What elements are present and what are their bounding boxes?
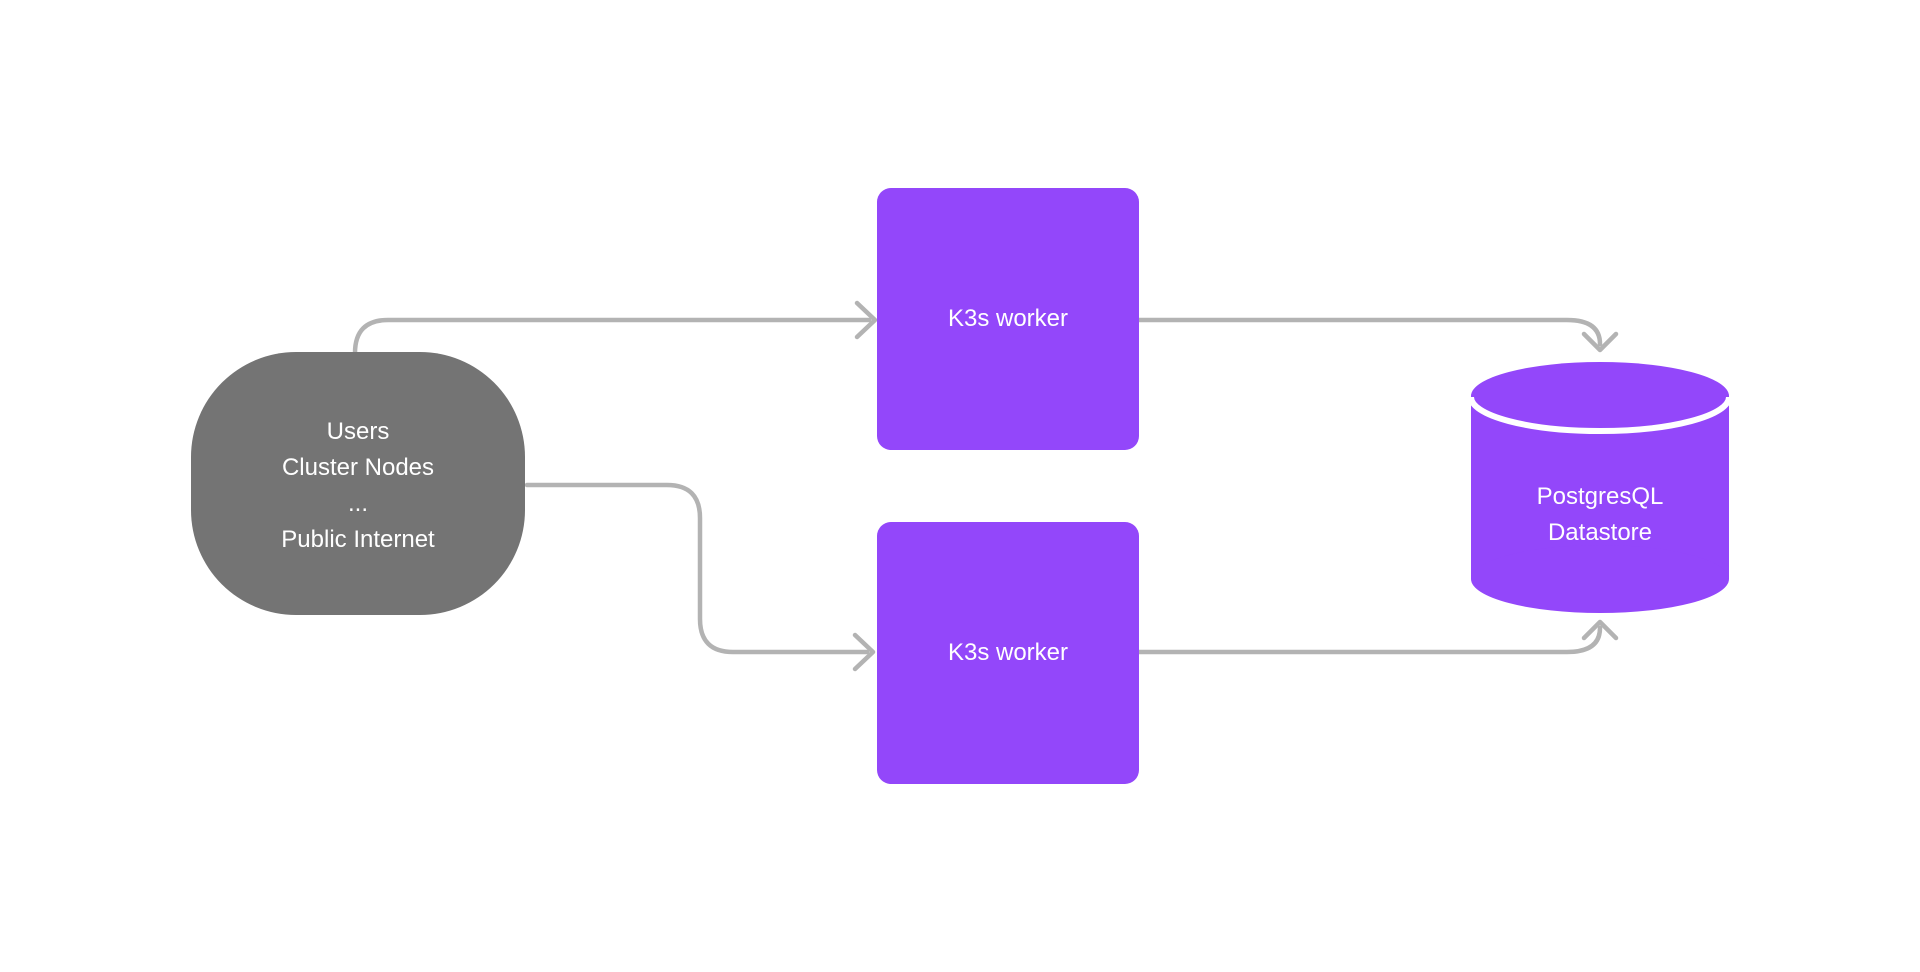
cylinder-lid (1471, 362, 1729, 430)
connector-worker-top-to-datastore (1136, 317, 1619, 353)
datastore-label-line: PostgresQL (1536, 483, 1664, 510)
cylinder-lid-separator (1468, 396, 1732, 434)
node-datastore-label: PostgresQL Datastore (1471, 426, 1729, 604)
worker-top-label: K3s worker (947, 305, 1069, 332)
arrowhead-right-icon (852, 632, 876, 672)
arrowhead-right-icon (854, 300, 878, 340)
connector-source-to-worker-bottom (524, 482, 876, 672)
source-label-ellipsis: ... (347, 489, 368, 517)
arrowhead-down-icon (1581, 331, 1619, 353)
node-traffic-source: Users Cluster Nodes ... Public Internet (191, 352, 525, 615)
connector-source-to-worker-top (352, 300, 878, 356)
connector-line (524, 482, 870, 655)
node-k3s-worker-top: K3s worker (877, 188, 1139, 450)
cylinder-bottom (1471, 545, 1729, 613)
datastore-cylinder-icon (1468, 362, 1732, 613)
datastore-label-line: Datastore (1547, 519, 1653, 546)
source-label-line: Users (326, 417, 390, 445)
connector-line (1136, 625, 1603, 655)
connector-line (1136, 317, 1603, 347)
source-label-line: Cluster Nodes (281, 453, 435, 481)
worker-bottom-label: K3s worker (947, 639, 1069, 666)
arrowhead-up-icon (1581, 619, 1619, 641)
node-k3s-worker-bottom: K3s worker (877, 522, 1139, 784)
connector-line (352, 317, 872, 356)
source-label-line: Public Internet (281, 525, 435, 553)
connector-worker-bottom-to-datastore (1136, 619, 1619, 655)
